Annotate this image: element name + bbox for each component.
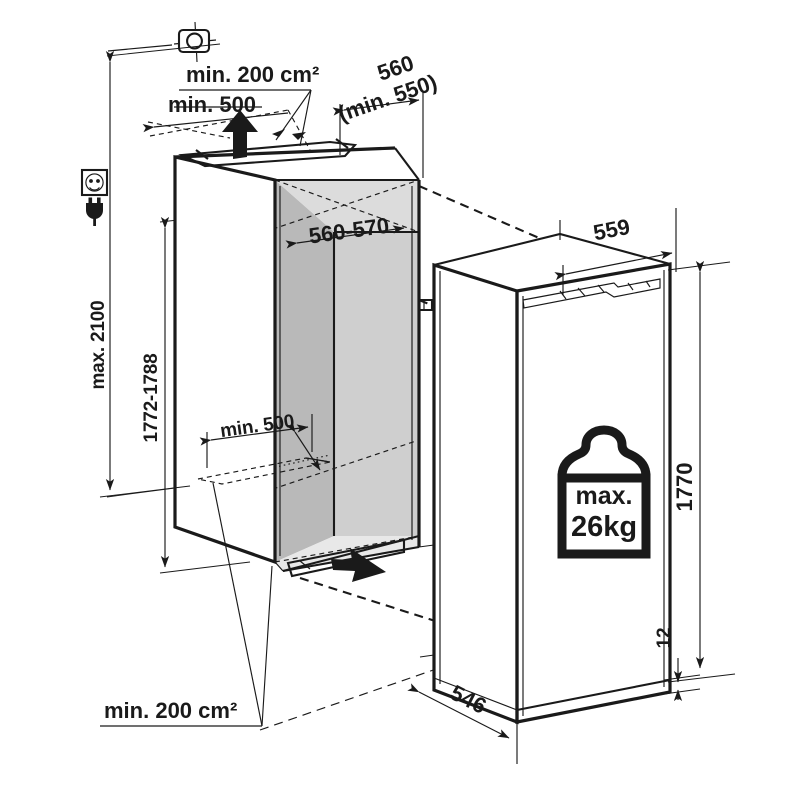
auxiliary-lines xyxy=(99,485,435,548)
top-vent-slot xyxy=(178,138,358,168)
dimension-12: 12 xyxy=(654,628,701,702)
dimension-1770: 1770 xyxy=(667,260,736,683)
label-top-vent-group: min. 200 cm² xyxy=(179,62,319,147)
label-min-500-top: min. 500 xyxy=(168,92,256,117)
airflow-up-arrow-icon xyxy=(222,110,258,159)
weight-label-line1: max. xyxy=(576,482,633,510)
label-min-200-bottom: min. 200 cm² xyxy=(104,698,237,723)
dimension-min-500-top: min. 500 xyxy=(142,92,311,151)
wall-socket-icon xyxy=(80,168,109,197)
label-bottom-vent-group: min. 200 cm² xyxy=(100,482,273,727)
label-1772-1788: 1772-1788 xyxy=(141,353,162,442)
label-max-2100: max. 2100 xyxy=(88,300,109,389)
rear-bottom-vent xyxy=(197,457,331,485)
power-plug-icon xyxy=(86,197,103,226)
label-12: 12 xyxy=(654,628,675,649)
label-1770: 1770 xyxy=(672,463,697,512)
label-min-200-top: min. 200 cm² xyxy=(186,62,319,87)
crosshair-target-icon xyxy=(107,21,217,63)
niche-inner-frame xyxy=(273,180,419,562)
airflow-in-arrow-icon xyxy=(331,548,386,582)
weight-max-load-icon: max. 26kg xyxy=(557,425,651,559)
dimension-max-2100: max. 2100 xyxy=(88,43,221,498)
weight-label-line2: 26kg xyxy=(571,511,637,543)
door-handle-recess xyxy=(522,278,661,309)
front-bottom-vent xyxy=(286,538,406,578)
label-559: 559 xyxy=(591,214,632,246)
